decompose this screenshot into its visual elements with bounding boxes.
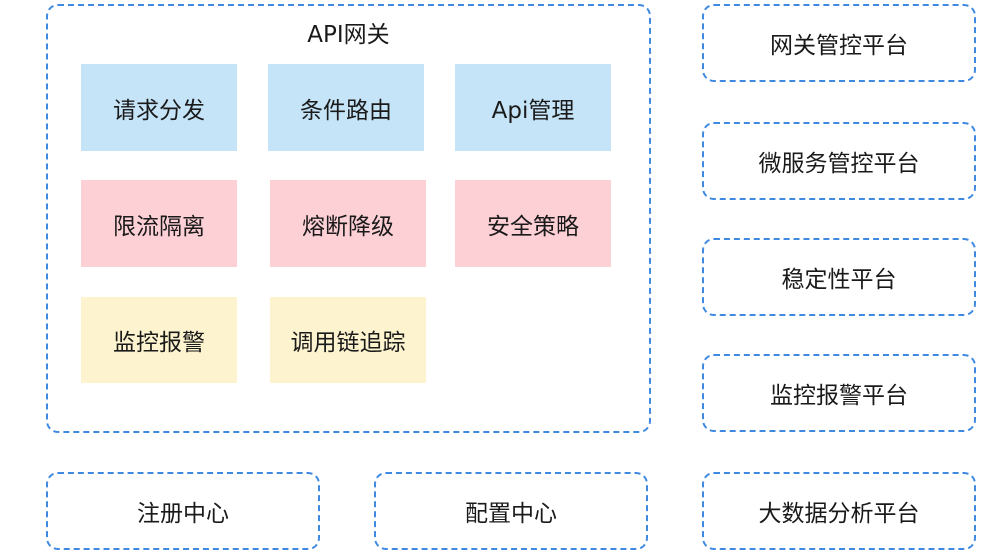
gateway-control-platform-box [702, 4, 976, 82]
module-rate-limit-isolation: 限流隔离 [81, 180, 237, 267]
gateway-control-platform-label: 网关管控平台 [770, 33, 908, 59]
module-api-management: Api管理 [455, 64, 611, 151]
microservice-control-platform-label: 微服务管控平台 [758, 151, 920, 177]
module-conditional-routing: 条件路由 [268, 64, 424, 151]
big-data-analysis-platform-box [702, 472, 976, 550]
config-center-box [374, 472, 648, 550]
module-call-chain-tracing: 调用链追踪 [270, 297, 426, 383]
registry-center-label: 注册中心 [137, 501, 229, 527]
config-center-label: 配置中心 [465, 501, 557, 527]
big-data-analysis-platform-label: 大数据分析平台 [758, 501, 920, 527]
monitor-alarm-platform-box [702, 354, 976, 432]
api-gateway-container [46, 4, 651, 433]
registry-center-box [46, 472, 320, 550]
monitor-alarm-platform-label: 监控报警平台 [770, 383, 908, 409]
microservice-control-platform-box [702, 122, 976, 200]
module-circuit-breaker: 熔断降级 [270, 180, 426, 267]
stability-platform-label: 稳定性平台 [781, 267, 897, 293]
module-monitor-alarm: 监控报警 [81, 297, 237, 383]
module-security-policy: 安全策略 [455, 180, 611, 267]
api-gateway-title: API网关 [307, 22, 390, 48]
stability-platform-box [702, 238, 976, 316]
module-request-dispatch: 请求分发 [81, 64, 237, 151]
